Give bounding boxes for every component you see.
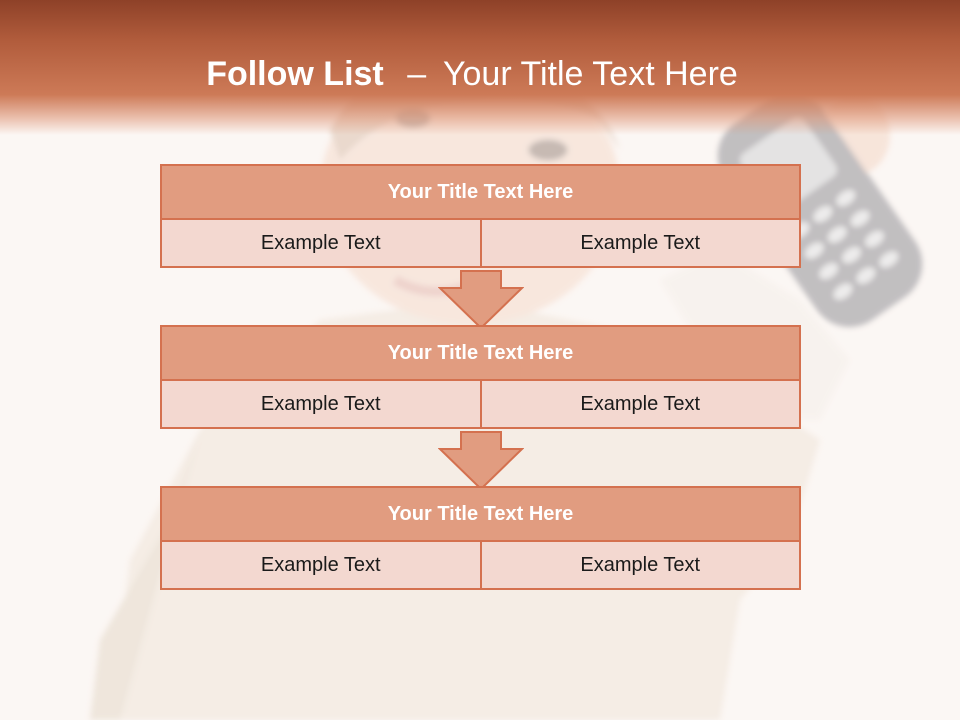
- list-block-2: Your Title Text Here Example Text Exampl…: [160, 325, 801, 429]
- block-title: Your Title Text Here: [160, 164, 801, 220]
- down-arrow-icon: [438, 270, 524, 330]
- block-cell-left: Example Text: [160, 542, 482, 590]
- title-separator: –: [407, 55, 427, 93]
- block-cell-left: Example Text: [160, 220, 482, 268]
- block-row: Example Text Example Text: [160, 220, 801, 268]
- block-title: Your Title Text Here: [160, 486, 801, 542]
- list-block-1: Your Title Text Here Example Text Exampl…: [160, 164, 801, 268]
- block-cell-right: Example Text: [481, 381, 801, 429]
- block-cell-left: Example Text: [160, 381, 482, 429]
- slide-title: Follow List – Your Title Text Here: [0, 55, 944, 94]
- title-bold: Follow List: [206, 55, 384, 93]
- down-arrow-icon: [438, 431, 524, 491]
- block-title: Your Title Text Here: [160, 325, 801, 381]
- block-cell-right: Example Text: [481, 220, 801, 268]
- block-cell-right: Example Text: [481, 542, 801, 590]
- block-row: Example Text Example Text: [160, 381, 801, 429]
- block-row: Example Text Example Text: [160, 542, 801, 590]
- header-band: [0, 0, 960, 135]
- title-rest: Your Title Text Here: [442, 55, 738, 93]
- list-block-3: Your Title Text Here Example Text Exampl…: [160, 486, 801, 590]
